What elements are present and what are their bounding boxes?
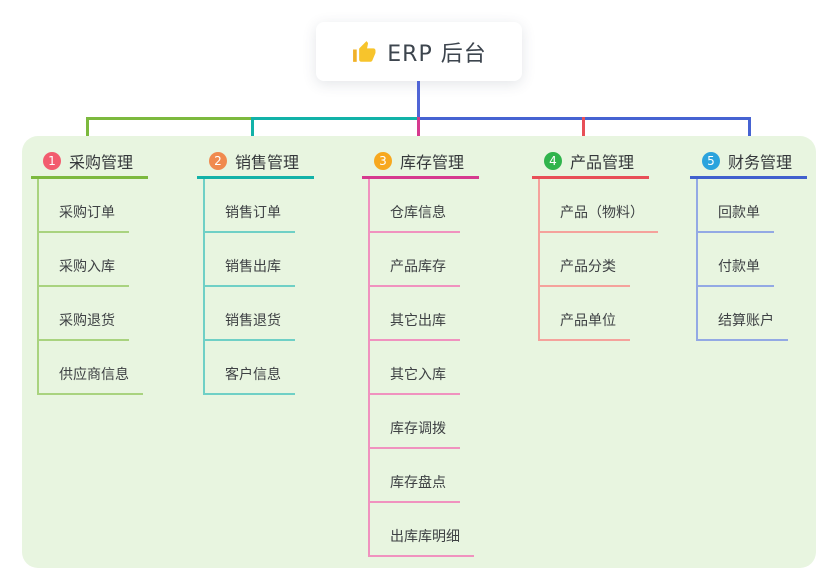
connector-drop-sales — [251, 117, 254, 146]
connector-bus-teal — [253, 117, 418, 120]
connector-bus-green — [86, 117, 253, 120]
branch-badge: 1 — [43, 152, 61, 170]
branch-item[interactable]: 采购入库 — [39, 233, 129, 287]
branch-item[interactable]: 其它入库 — [370, 341, 460, 395]
branch-items: 销售订单 销售出库 销售退货 客户信息 — [203, 179, 314, 395]
connector-root-stem — [417, 81, 420, 118]
root-title: ERP 后台 — [387, 41, 487, 67]
branch-items: 回款单 付款单 结算账户 — [696, 179, 807, 341]
branch-item[interactable]: 采购订单 — [39, 179, 129, 233]
branch-heading-sales[interactable]: 2 销售管理 — [197, 146, 314, 179]
branch-purchase: 1 采购管理 采购订单 采购入库 采购退货 供应商信息 — [31, 146, 148, 395]
branch-badge: 3 — [374, 152, 392, 170]
branch-item[interactable]: 库存盘点 — [370, 449, 460, 503]
root-node[interactable]: ERP 后台 — [316, 22, 522, 81]
branch-product: 4 产品管理 产品（物料） 产品分类 产品单位 — [532, 146, 658, 341]
branches-panel — [22, 136, 816, 568]
branch-item[interactable]: 供应商信息 — [39, 341, 143, 395]
thumbs-up-icon — [353, 40, 376, 62]
branch-sales: 2 销售管理 销售订单 销售出库 销售退货 客户信息 — [197, 146, 314, 395]
connector-drop-purchase — [86, 117, 89, 146]
branch-item[interactable]: 销售出库 — [205, 233, 295, 287]
branch-item[interactable]: 其它出库 — [370, 287, 460, 341]
branch-item[interactable]: 采购退货 — [39, 287, 129, 341]
connector-drop-finance — [748, 117, 751, 146]
branch-item[interactable]: 产品库存 — [370, 233, 460, 287]
branch-item[interactable]: 库存调拨 — [370, 395, 460, 449]
connector-drop-product — [582, 117, 585, 146]
branch-label: 库存管理 — [400, 153, 465, 172]
branch-heading-finance[interactable]: 5 财务管理 — [690, 146, 807, 179]
branch-items: 采购订单 采购入库 采购退货 供应商信息 — [37, 179, 148, 395]
branch-item[interactable]: 产品单位 — [540, 287, 630, 341]
branch-item[interactable]: 结算账户 — [698, 287, 788, 341]
branch-item[interactable]: 客户信息 — [205, 341, 295, 395]
branch-finance: 5 财务管理 回款单 付款单 结算账户 — [690, 146, 807, 341]
branch-item[interactable]: 销售订单 — [205, 179, 295, 233]
branch-badge: 4 — [544, 152, 562, 170]
branch-item[interactable]: 产品（物料） — [540, 179, 658, 233]
branch-inventory: 3 库存管理 仓库信息 产品库存 其它出库 其它入库 库存调拨 库存盘点 出库库… — [362, 146, 479, 557]
branch-item[interactable]: 付款单 — [698, 233, 774, 287]
branch-label: 产品管理 — [570, 153, 635, 172]
branch-badge: 2 — [209, 152, 227, 170]
branch-items: 仓库信息 产品库存 其它出库 其它入库 库存调拨 库存盘点 出库库明细 — [368, 179, 479, 557]
connector-drop-inventory — [417, 117, 420, 146]
branch-items: 产品（物料） 产品分类 产品单位 — [538, 179, 658, 341]
branch-item[interactable]: 出库库明细 — [370, 503, 474, 557]
branch-item[interactable]: 仓库信息 — [370, 179, 460, 233]
branch-item[interactable]: 产品分类 — [540, 233, 630, 287]
branch-label: 财务管理 — [728, 153, 793, 172]
branch-badge: 5 — [702, 152, 720, 170]
branch-heading-inventory[interactable]: 3 库存管理 — [362, 146, 479, 179]
branch-item[interactable]: 回款单 — [698, 179, 774, 233]
branch-heading-purchase[interactable]: 1 采购管理 — [31, 146, 148, 179]
branch-heading-product[interactable]: 4 产品管理 — [532, 146, 649, 179]
branch-item[interactable]: 销售退货 — [205, 287, 295, 341]
branch-label: 采购管理 — [69, 153, 134, 172]
branch-label: 销售管理 — [235, 153, 300, 172]
